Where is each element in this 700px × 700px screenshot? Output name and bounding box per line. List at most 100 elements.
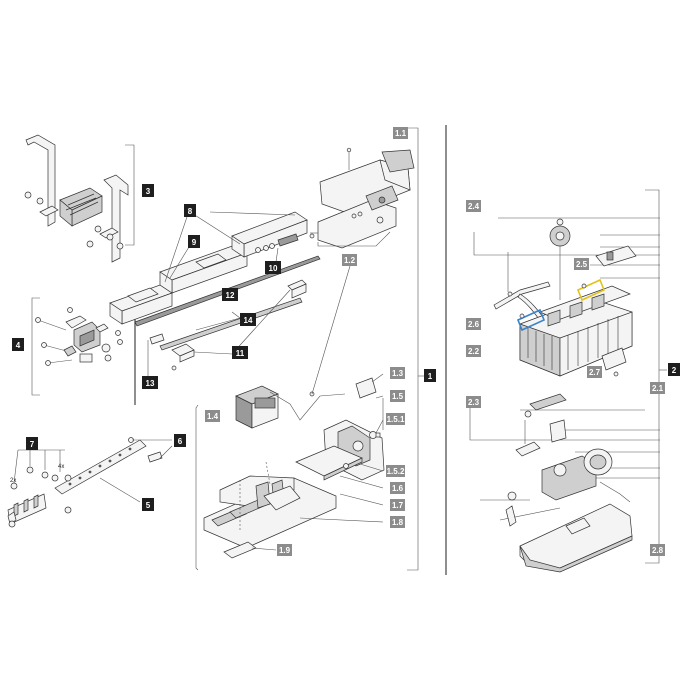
label-2-7: 2.7 [587,366,602,378]
group-3-bracket [125,144,135,246]
svg-text:1.4: 1.4 [207,412,219,421]
part-2-4-guide [493,252,551,325]
svg-text:9: 9 [192,238,197,247]
leader-1-7 [339,493,384,506]
label-2-2: 2.2 [466,345,481,357]
leader-1-5-2 [359,463,384,472]
svg-text:3: 3 [146,187,151,196]
label-1-5-1: 1.5.1 [386,413,405,425]
svg-text:2.7: 2.7 [589,368,601,377]
label-2: 2 [668,363,680,376]
part-11-end-blocks [171,279,307,371]
label-1-2: 1.2 [342,254,357,266]
part-2-8-motor-cover [519,503,633,573]
leader-6 [132,439,173,459]
leader-1-6 [339,475,384,489]
svg-text:13: 13 [146,379,155,388]
svg-text:8: 8 [188,207,193,216]
part-7-fixing-kit [7,466,72,528]
svg-text:1.9: 1.9 [279,546,291,555]
svg-text:2.1: 2.1 [652,384,664,393]
svg-text:1.2: 1.2 [344,256,356,265]
group-1-lower-bracket [195,404,199,571]
part-1-9-cable [223,541,257,559]
part-5-door-arm [54,439,147,495]
leader-11 [193,289,291,355]
leader-1-3 [371,373,384,383]
part-4-carriage-assembly [35,307,123,366]
leader-1-5-1 [375,419,384,434]
label-3: 3 [142,184,154,197]
part-2-7-bracket [601,347,627,377]
label-2-6: 2.6 [466,318,481,330]
label-1-9: 1.9 [277,544,292,556]
part-10-small-parts [255,233,315,253]
label-6: 6 [174,434,186,447]
part-motor-front-plate [310,185,399,249]
leader-14 [195,311,241,331]
label-1-4: 1.4 [205,410,220,422]
part-sprocket [549,218,571,300]
part-2-3-motor-shaft [515,393,567,457]
leader-1-9 [251,547,277,551]
svg-text:7: 7 [30,440,35,449]
part-2-5-cover-strip [595,245,637,267]
svg-text:1.5.2: 1.5.2 [387,467,405,476]
group-1-bracket [407,127,419,571]
part-3-mounting-brackets [24,134,129,263]
svg-text:1.6: 1.6 [392,484,404,493]
svg-text:1: 1 [428,372,433,381]
svg-text:4: 4 [16,341,21,350]
part-1-4-transformer [235,385,346,429]
svg-text:1.5.1: 1.5.1 [387,415,405,424]
group-2-bracket [645,189,660,564]
part-2-1-motor [541,448,631,503]
leader-5 [99,477,141,503]
svg-text:1.5: 1.5 [392,392,404,401]
label-5: 5 [142,498,154,511]
label-7: 7 [26,437,38,450]
label-9: 9 [188,235,200,248]
label-2-8: 2.8 [650,544,665,556]
leader-10 [275,247,279,263]
label-2-1: 2.1 [650,382,665,394]
svg-text:5: 5 [146,501,151,510]
part-9-rail-sections [109,211,308,325]
leader-8 [164,207,296,283]
part-13-profile [147,333,165,376]
svg-text:14: 14 [244,316,253,325]
label-2-3: 2.3 [466,396,481,408]
svg-text:2.8: 2.8 [652,546,664,555]
part-2-6-limit-switches [516,278,606,332]
part-1-1-cover [319,147,415,215]
label-2-4: 2.4 [466,200,481,212]
label-14: 14 [240,313,256,326]
part-2-1-capacitor [505,491,517,527]
label-1: 1 [424,369,436,382]
svg-text:2.3: 2.3 [468,398,480,407]
label-13: 13 [142,376,158,389]
label-12: 12 [222,288,238,301]
svg-text:1.8: 1.8 [392,518,404,527]
qty-2x-annotation: 2x [10,478,16,484]
svg-text:2: 2 [672,366,677,375]
label-1-3: 1.3 [390,367,405,379]
part-6-bolts [128,437,163,463]
label-1-6: 1.6 [390,482,405,494]
group-4-bracket [31,297,40,396]
leader-1-5 [375,395,384,430]
label-1-8: 1.8 [390,516,405,528]
part-1-8-housing-base [203,461,337,549]
label-11: 11 [232,346,248,359]
svg-text:11: 11 [236,349,245,358]
part-1-5-2-circuit-board [295,445,363,481]
group-2-3-bracket [469,408,660,441]
label-1-7: 1.7 [390,499,405,511]
qty-4x-annotation: 4x [58,464,64,470]
svg-text:1.7: 1.7 [392,501,404,510]
svg-text:2.6: 2.6 [468,320,480,329]
leader-1-2 [311,265,351,395]
leader-1-8 [299,517,384,523]
label-1-5: 1.5 [390,390,405,402]
